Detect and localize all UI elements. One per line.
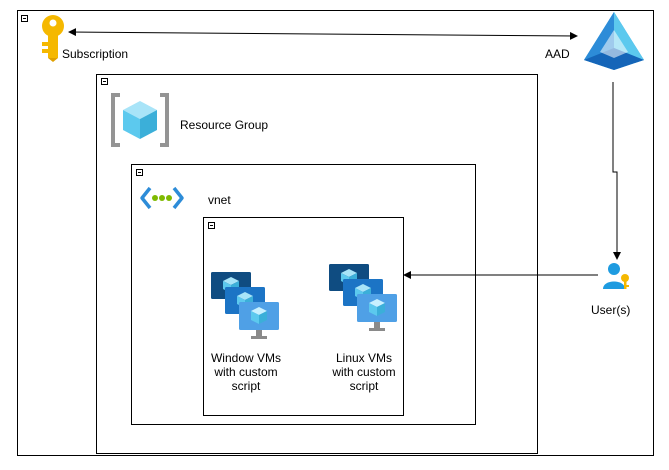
- outer-collapse-toggle[interactable]: [21, 15, 28, 22]
- vm-container: [203, 217, 404, 416]
- resource-group-container: [96, 74, 538, 454]
- resource-group-cube-icon: [111, 93, 169, 147]
- outer-container: [17, 10, 654, 456]
- virtual-machines-icon: [211, 272, 279, 339]
- key-icon: [42, 15, 64, 62]
- vm-collapse-toggle[interactable]: [208, 222, 215, 229]
- resource-group-collapse-toggle[interactable]: [101, 78, 108, 85]
- windows-vms-label: Window VMs with custom script: [210, 351, 281, 393]
- vnet-icon: [140, 186, 184, 210]
- virtual-machines-icon: [329, 264, 397, 331]
- aad-users-connector: [612, 82, 621, 260]
- vnet-collapse-toggle[interactable]: [136, 169, 143, 176]
- user-icon: [603, 263, 629, 289]
- aad-label: AAD: [545, 47, 570, 61]
- azure-ad-pyramid-icon: [584, 12, 644, 70]
- subscription-label: Subscription: [62, 47, 129, 61]
- users-label: User(s): [591, 303, 631, 317]
- vnet-label: vnet: [208, 193, 231, 207]
- vnet-container: [131, 164, 476, 425]
- resource-group-label: Resource Group: [180, 118, 269, 132]
- subscription-aad-connector: [68, 28, 578, 40]
- linux-vms-label: Linux VMs with custom script: [332, 351, 396, 393]
